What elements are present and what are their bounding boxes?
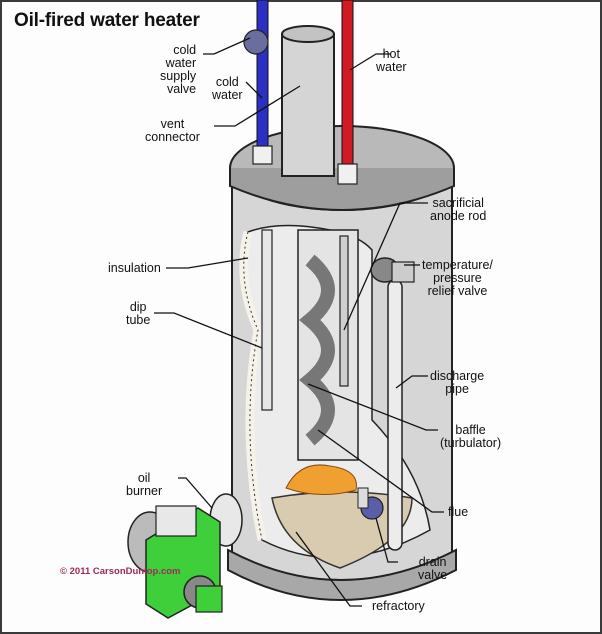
anode-rod — [339, 235, 349, 387]
cold-water-pipe — [256, 0, 269, 151]
label-vent-connector: vent connector — [145, 117, 200, 144]
label-cold-water: cold water — [212, 75, 243, 102]
label-cold-water-supply-valve: cold water supply valve — [160, 43, 197, 96]
label-oil-burner: oil burner — [126, 471, 163, 498]
oil-burner — [127, 505, 223, 619]
label-baffle: baffle (turbulator) — [440, 423, 502, 450]
drain-valve — [357, 487, 384, 520]
hot-water-pipe — [341, 0, 354, 169]
cold-water-supply-valve — [243, 29, 269, 55]
tank-bottom-rim — [227, 548, 457, 601]
label-flue: flue — [448, 505, 469, 519]
label-temperature-pressure-relief-valve: temperature/ pressure relief valve — [422, 258, 493, 298]
label-refractory: refractory — [372, 599, 425, 613]
tank-top-rim — [229, 168, 455, 211]
leader-lines — [154, 37, 444, 607]
copyright-notice: © 2011 CarsonDunlop.com — [60, 566, 181, 577]
label-dip-tube: dip tube — [126, 300, 151, 327]
dip-tube — [261, 229, 273, 411]
label-hot-water: hot water — [376, 47, 407, 74]
flame — [285, 464, 357, 496]
relief-valve — [370, 257, 415, 283]
label-discharge-pipe: discharge pipe — [430, 369, 485, 396]
discharge-pipe — [387, 279, 403, 551]
diagram-title: Oil-fired water heater — [14, 10, 200, 31]
label-sacrificial-anode-rod: sacrificial anode rod — [430, 196, 487, 223]
vent-connector — [281, 33, 335, 177]
baffle — [299, 254, 335, 446]
label-insulation: insulation — [108, 261, 161, 275]
label-drain-valve: drain valve — [418, 555, 448, 582]
